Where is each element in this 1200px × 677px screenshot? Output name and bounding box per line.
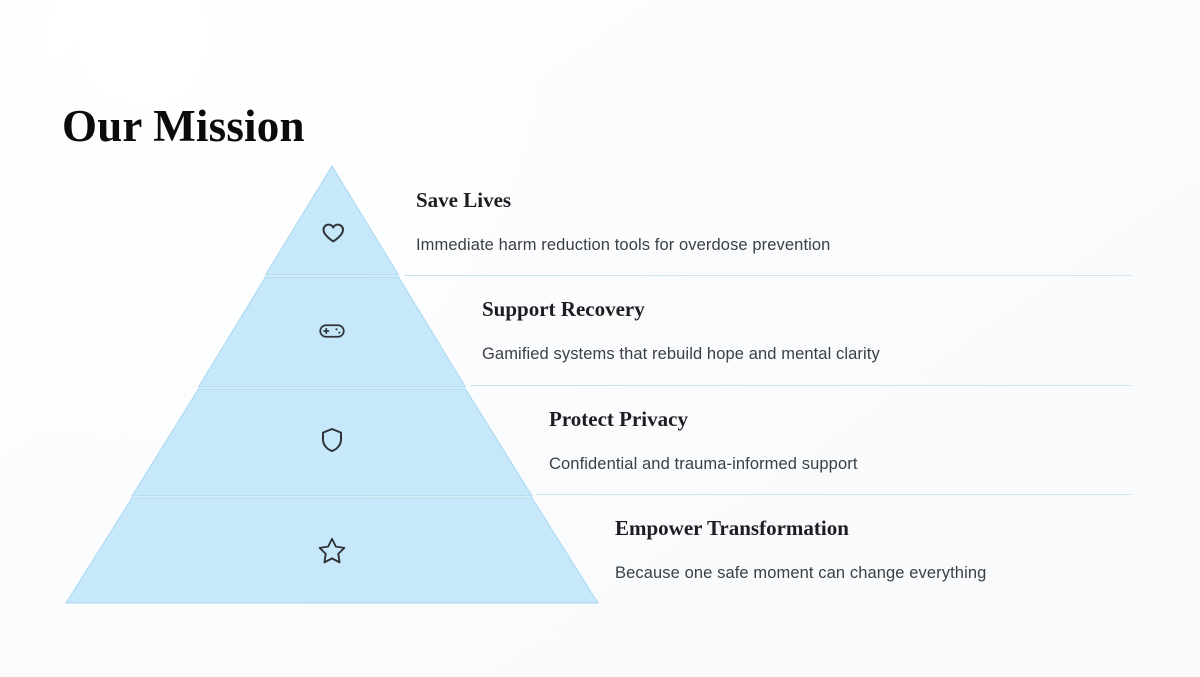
tier-divider-2: [470, 385, 1131, 386]
tier-description: Confidential and trauma-informed support: [549, 455, 858, 474]
tier-divider-1: [404, 275, 1131, 276]
tier-text-protect-privacy: Protect Privacy Confidential and trauma-…: [549, 407, 858, 476]
gamepad-icon: [317, 316, 347, 346]
tier-title: Support Recovery: [482, 297, 645, 321]
page-title: Our Mission: [62, 101, 305, 152]
tier-text-save-lives: Save Lives Immediate harm reduction tool…: [416, 188, 830, 257]
tier-divider-3: [536, 494, 1131, 495]
tier-title: Protect Privacy: [549, 407, 688, 431]
heart-icon: [317, 219, 347, 249]
tier-text-support-recovery: Support Recovery Gamified systems that r…: [482, 297, 880, 366]
shield-icon: [317, 425, 347, 455]
tier-description: Because one safe moment can change every…: [615, 564, 987, 583]
tier-description: Immediate harm reduction tools for overd…: [416, 236, 831, 255]
tier-title: Empower Transformation: [615, 516, 849, 540]
tier-text-empower-transformation: Empower Transformation Because one safe …: [615, 516, 986, 585]
tier-title: Save Lives: [416, 188, 512, 212]
star-icon: [317, 535, 347, 565]
tier-description: Gamified systems that rebuild hope and m…: [482, 345, 880, 364]
